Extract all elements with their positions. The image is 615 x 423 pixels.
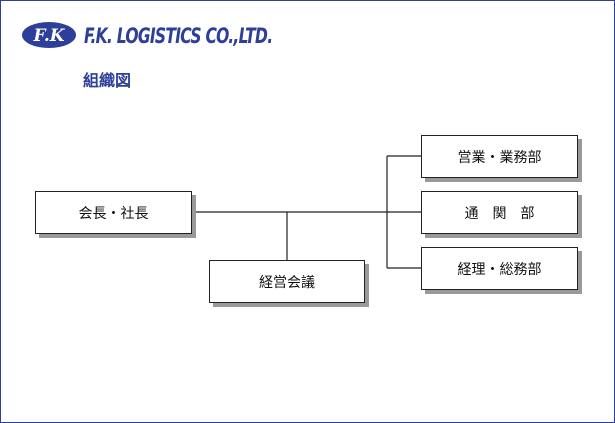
box-label: 経営会議 [259, 274, 315, 291]
box-accounting-general-affairs: 経理・総務部 [421, 247, 578, 290]
company-logo: F.K [22, 22, 76, 48]
box-chairman-president: 会長・社長 [35, 191, 192, 234]
box-management-council: 経営会議 [209, 260, 365, 303]
box-customs: 通 関 部 [421, 191, 578, 234]
box-label: 通 関 部 [464, 205, 535, 222]
box-label: 会長・社長 [78, 205, 149, 222]
box-label: 営業・業務部 [457, 149, 542, 166]
box-sales-operations: 営業・業務部 [421, 135, 578, 178]
company-name: F.K. LOGISTICS CO.,LTD. [84, 24, 273, 48]
logo-text: F.K [32, 26, 65, 46]
chart-heading: 組織図 [83, 71, 132, 90]
box-label: 経理・総務部 [457, 261, 542, 278]
